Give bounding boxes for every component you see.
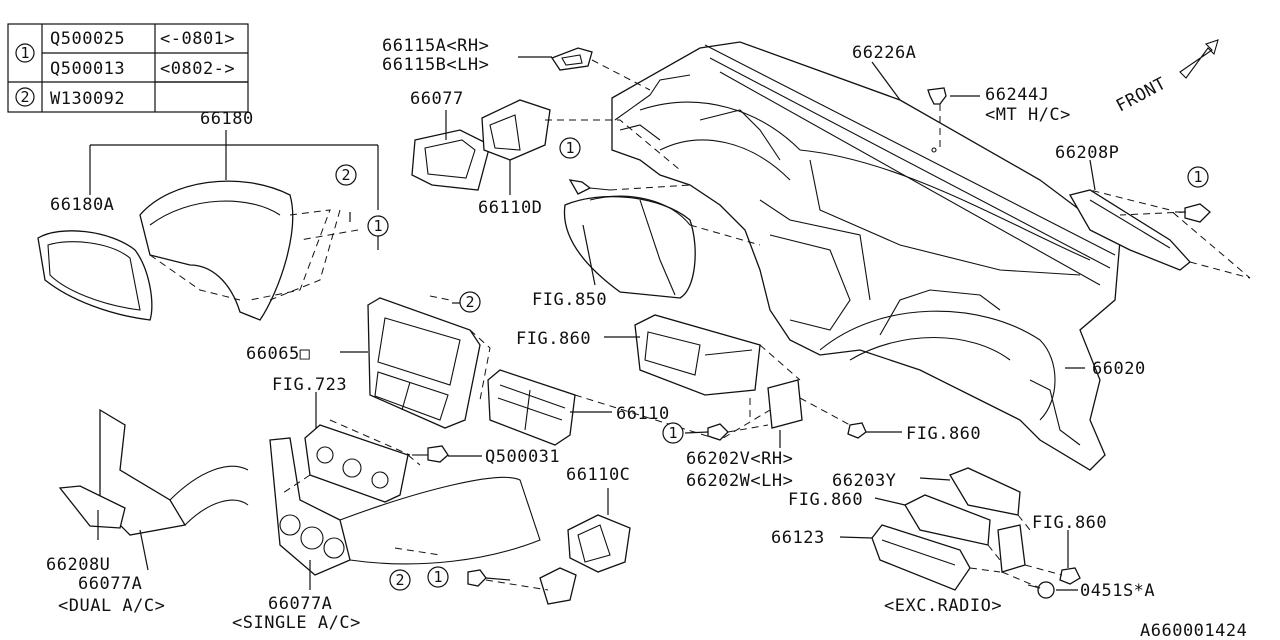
dashed-assembly-lines <box>149 59 1251 591</box>
legend-row-1-part: Q500025 <box>50 29 125 49</box>
label-mt-hc: <MT H/C> <box>985 105 1071 125</box>
legend-row-1-range: <-0801> <box>160 29 235 49</box>
label-66065: 66065□ <box>246 344 311 364</box>
legend-row-2-range: <0802-> <box>160 59 235 79</box>
vent-66110d <box>481 99 551 161</box>
side-cover-66208p <box>1069 189 1191 271</box>
label-fig860-c: FIG.860 <box>788 490 863 510</box>
callout-1-b: 1 <box>1187 166 1209 188</box>
label-66110c: 66110C <box>566 465 630 485</box>
label-fig860-d: FIG.860 <box>1032 513 1107 533</box>
label-66110: 66110 <box>616 404 670 424</box>
callout-2-a: 2 <box>335 164 357 186</box>
callout-1-e-text: 1 <box>433 568 442 586</box>
label-66180a: 66180A <box>50 195 114 215</box>
vent-end-single <box>539 567 577 605</box>
legend-marker-2-text: 2 <box>20 88 29 106</box>
callout-1-e: 1 <box>427 566 449 588</box>
label-66180: 66180 <box>200 109 254 129</box>
callout-2-b-text: 2 <box>465 293 474 311</box>
screw-0451s <box>1027 581 1055 599</box>
screw-center-left <box>707 423 729 441</box>
center-panel-single-ac <box>269 437 351 576</box>
screw-right <box>1175 203 1211 223</box>
label-66077a-dual: 66077A <box>78 574 142 594</box>
bracket-fig860 <box>997 524 1026 573</box>
label-66110d: 66110D <box>478 198 542 218</box>
screw-meter <box>568 179 611 195</box>
legend-row-3-part: W130092 <box>50 89 125 109</box>
label-front: FRONT <box>1113 74 1170 117</box>
callout-1-d-text: 1 <box>668 424 677 442</box>
center-bezel-66065 <box>367 297 481 429</box>
callout-2-b: 2 <box>459 291 481 313</box>
label-66202w: 66202W<LH> <box>686 471 793 491</box>
leader-lines <box>89 56 1096 591</box>
pocket-66203y <box>949 467 1021 516</box>
screw-fig860-bottom <box>1059 567 1081 585</box>
label-fig860-b: FIG.860 <box>906 424 981 444</box>
label-66244j: 66244J <box>985 85 1049 105</box>
legend-marker-1: 1 <box>15 43 35 63</box>
callout-2-a-text: 2 <box>341 166 350 184</box>
label-dual-ac: <DUAL A/C> <box>58 596 165 616</box>
label-fig723: FIG.723 <box>272 375 347 395</box>
callout-2-c-text: 2 <box>395 571 404 589</box>
callout-2-c: 2 <box>389 569 411 591</box>
label-66115b: 66115B<LH> <box>382 55 489 75</box>
label-diagram-id: A660001424 <box>1140 621 1247 640</box>
label-66226a: 66226A <box>852 43 916 63</box>
bracket-66202 <box>767 379 803 429</box>
dashboard-panel <box>611 41 1121 471</box>
meter-hood-66180 <box>139 180 294 321</box>
audio-unit <box>634 314 761 396</box>
vent-66115 <box>551 47 593 71</box>
callout-1-c-text: 1 <box>373 217 382 235</box>
screw-bottom <box>467 569 487 587</box>
label-fig860-a: FIG.860 <box>516 329 591 349</box>
label-66202v: 66202V<RH> <box>686 449 793 469</box>
label-exc-radio: <EXC.RADIO> <box>884 596 1002 616</box>
legend-marker-1-text: 1 <box>20 44 29 62</box>
callout-1-b-text: 1 <box>1193 168 1202 186</box>
label-q500031: Q500031 <box>485 447 560 467</box>
callout-1-a-text: 1 <box>565 139 574 157</box>
label-fig850: FIG.850 <box>532 290 607 310</box>
legend-marker-2: 2 <box>15 87 35 107</box>
label-66208u: 66208U <box>46 555 110 575</box>
callout-1-a: 1 <box>559 137 581 159</box>
label-single-ac: <SINGLE A/C> <box>232 613 361 633</box>
callout-1-c: 1 <box>367 215 389 237</box>
label-66208p: 66208P <box>1055 143 1119 163</box>
label-0451s: 0451S*A <box>1080 581 1155 601</box>
screw-center-right <box>847 422 867 439</box>
vent-bezel-66077 <box>411 129 491 191</box>
callout-1-d: 1 <box>662 422 684 444</box>
climate-control <box>304 424 409 503</box>
label-66077a-single: 66077A <box>268 594 332 614</box>
legend-row-2-part: Q500013 <box>50 59 125 79</box>
label-66203y: 66203Y <box>832 471 896 491</box>
label-66020: 66020 <box>1092 359 1146 379</box>
front-arrow: FRONT <box>1113 39 1219 117</box>
trim-66208u <box>58 485 126 529</box>
label-66123: 66123 <box>771 528 825 548</box>
label-66077: 66077 <box>410 89 464 109</box>
clip-66244j <box>927 87 947 105</box>
tray-fig860 <box>904 494 991 546</box>
label-66115a: 66115A<RH> <box>382 36 489 56</box>
meter-cluster <box>563 196 696 299</box>
legend-table <box>7 23 249 113</box>
screw-q500031 <box>412 445 449 463</box>
side-vent-66110c <box>567 514 631 573</box>
